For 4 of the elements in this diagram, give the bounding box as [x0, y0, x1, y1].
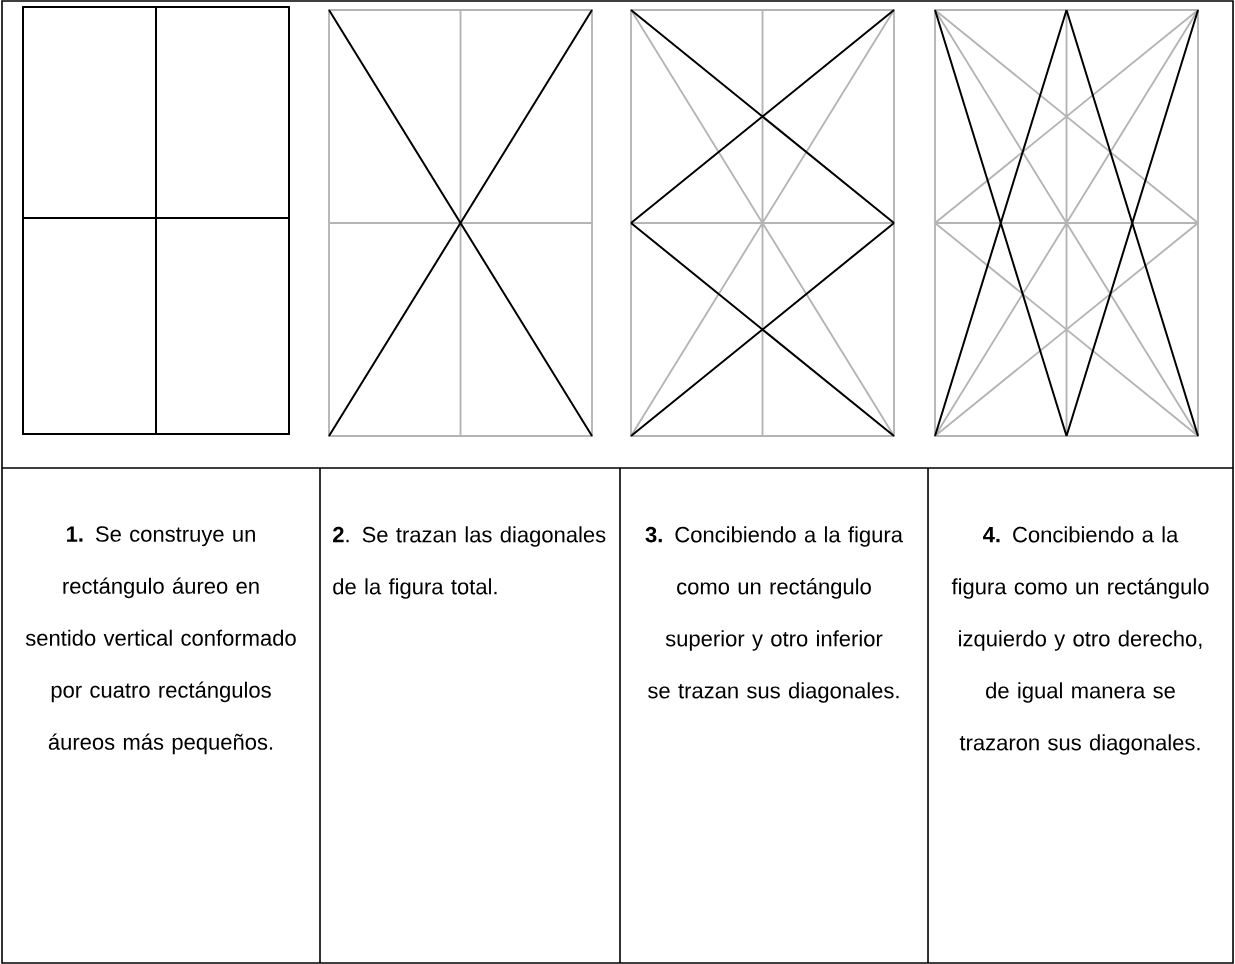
- step-text: 3. Concibiendo a la figura como un rectángulo superior y otro inferior se trazan sus diagonales.: [645, 526, 903, 703]
- step-text: 2. Se trazan las diagonales de la figura total.: [333, 526, 606, 599]
- step-text: 1. Se construye un rectángulo áureo en sentido vertical conformado por cuatro rectángulos áureos más pequeños.: [25, 526, 296, 755]
- step-text: 4. Concibiendo a la figura como un rectángulo izquierdo y otro derecho, de igual manera se trazaron sus diagonales.: [951, 526, 1209, 755]
